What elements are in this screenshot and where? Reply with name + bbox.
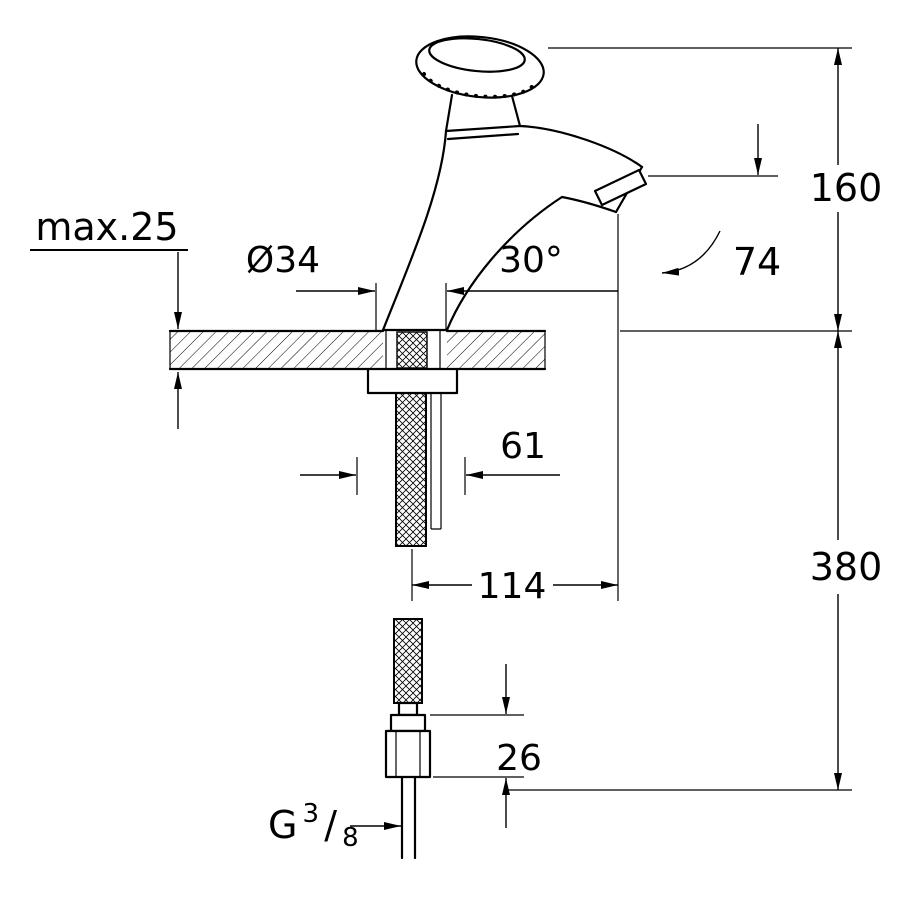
spout-top-edge [518,124,644,169]
dimension-annotations: max.25 Ø34 30° 160 74 380 61 [30,47,883,853]
dim-dia-extension-lines [375,283,447,330]
label-projection-114: 114 [478,566,547,607]
thread-slash: / [324,803,337,847]
thread-g: G [268,803,297,847]
label-base-diameter: Ø34 [246,240,320,281]
hose-nut [384,729,432,779]
neck-right-edge [510,94,522,128]
label-thread-size: G 3 / 8 [268,799,359,853]
under-deck-assembly [366,367,459,547]
hose-nut-upper [389,713,427,733]
countertop-hatch-left [170,331,383,369]
countertop-hatch-right [447,331,545,369]
label-spout-angle: 30° [499,240,563,281]
aerator [593,168,648,207]
hose-tail [400,775,417,860]
label-nut-height-26: 26 [496,738,542,779]
countertop-end-edges [169,331,546,369]
body-left-edge [381,129,448,332]
handle-body-joint [444,124,522,133]
thread-numerator: 3 [303,799,320,829]
faucet-figure [381,35,648,332]
dim-61-extension-lines [356,457,466,495]
mounting-flange [366,367,459,395]
leader-arc-to-outlet [661,230,721,276]
label-hose-length: 380 [810,545,883,589]
label-max-deck-thickness: max.25 [35,205,178,249]
countertop [168,329,547,371]
threaded-shank [395,392,427,547]
flexible-hose-assembly [384,618,432,860]
dim-114-extension-lines [411,214,619,601]
braided-hose [393,618,423,704]
body-collar-line [446,132,520,141]
body-right-edge [445,195,564,332]
mounting-hole-edges [385,331,441,369]
shank-through-deck [396,331,428,369]
label-overall-height: 160 [810,166,883,210]
thread-denominator: 8 [342,823,359,853]
hose-nut-facets [395,731,421,777]
handle-knob-outline [415,35,545,99]
label-offset-61: 61 [500,426,546,467]
label-outlet-height: 74 [733,240,781,284]
spout-underside [560,195,618,214]
pull-rod [430,393,442,530]
neck-left-edge [444,93,454,133]
hose-collar [397,701,419,717]
handle-cap [428,37,526,73]
